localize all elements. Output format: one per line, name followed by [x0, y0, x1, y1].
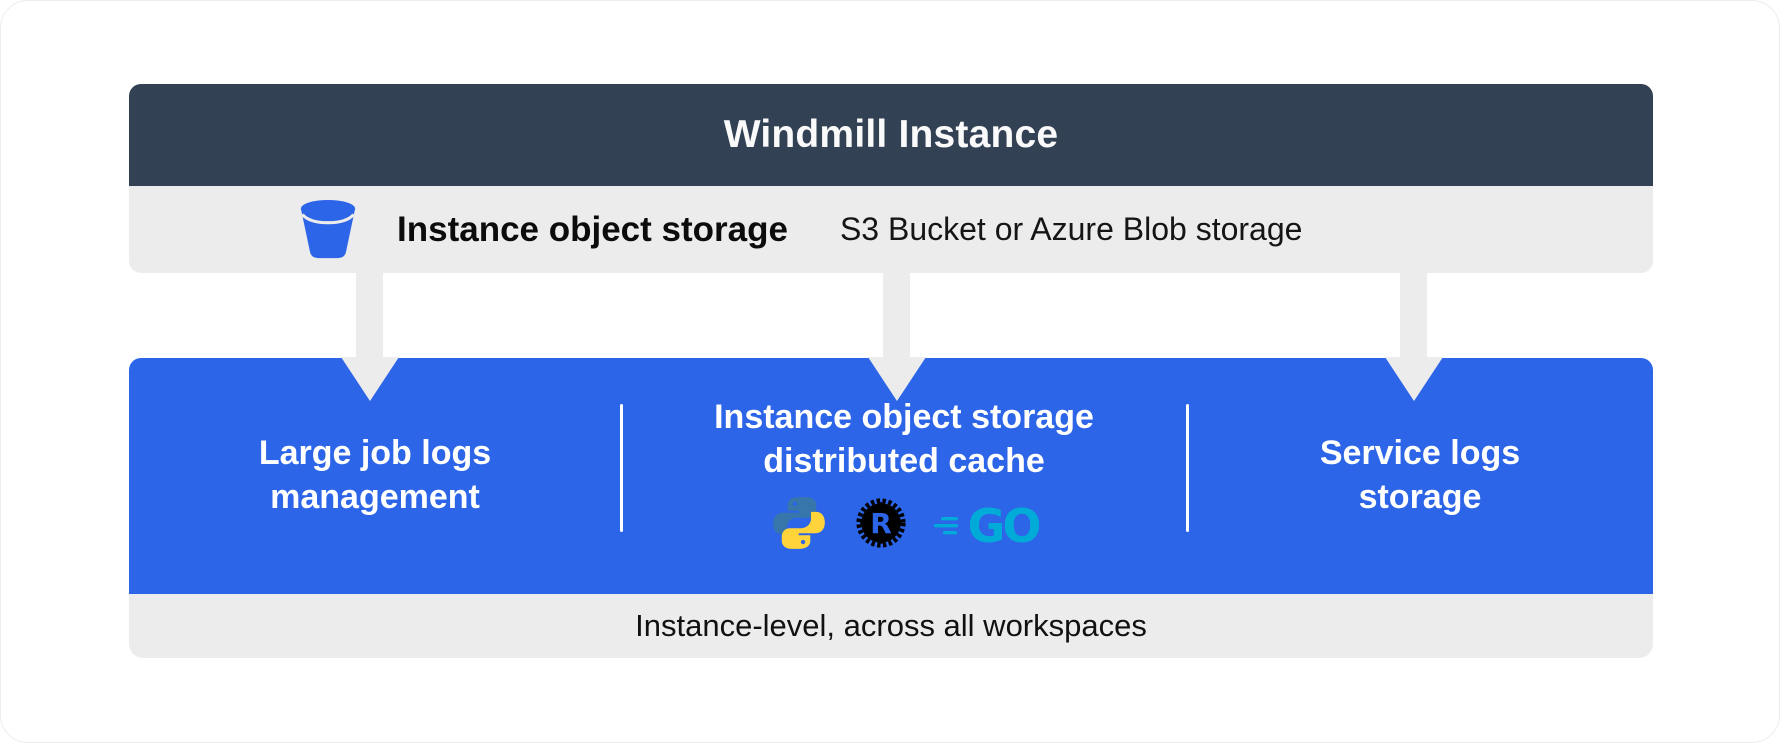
down-arrow-stem [356, 272, 383, 360]
language-logos-row: R GO [770, 494, 1042, 557]
footer-bar: Instance-level, across all workspaces [129, 594, 1653, 658]
go-logo-icon: GO [933, 498, 1042, 553]
section-label-line: Service logs [1319, 434, 1521, 473]
section-label-line: management [270, 478, 480, 516]
section-large-job-logs: Large job logs management [129, 358, 621, 594]
down-arrow-head [868, 357, 926, 401]
down-arrow-head [341, 357, 399, 401]
page-title: Windmill Instance [723, 113, 1059, 156]
section-service-logs: Service logs storage [1187, 358, 1653, 594]
instance-object-storage-bar: Instance object storage S3 Bucket or Azu… [129, 186, 1653, 273]
section-distributed-cache: Instance object storage distributed cach… [621, 358, 1187, 594]
footer-label: Instance-level, across all workspaces [635, 608, 1147, 643]
go-logo-text: GO [967, 498, 1042, 553]
section-label-line: distributed cache [763, 442, 1045, 480]
section-label-line: Instance object storage [714, 398, 1094, 437]
storage-bar-subtitle: S3 Bucket or Azure Blob storage [839, 211, 1303, 247]
section-divider [1186, 404, 1189, 532]
svg-text:R: R [870, 507, 892, 540]
down-arrow-stem [883, 272, 910, 360]
section-label-line: storage [1358, 478, 1482, 516]
python-logo-icon [770, 494, 828, 557]
rust-logo-icon: R [854, 496, 908, 555]
storage-bar-title: Instance object storage [397, 209, 788, 249]
section-divider [620, 404, 623, 532]
header-bar: Windmill Instance [129, 84, 1653, 186]
down-arrow-stem [1400, 272, 1427, 360]
bucket-icon [297, 196, 359, 264]
section-label-line: Large job logs [258, 434, 492, 473]
down-arrow-head [1385, 357, 1443, 401]
